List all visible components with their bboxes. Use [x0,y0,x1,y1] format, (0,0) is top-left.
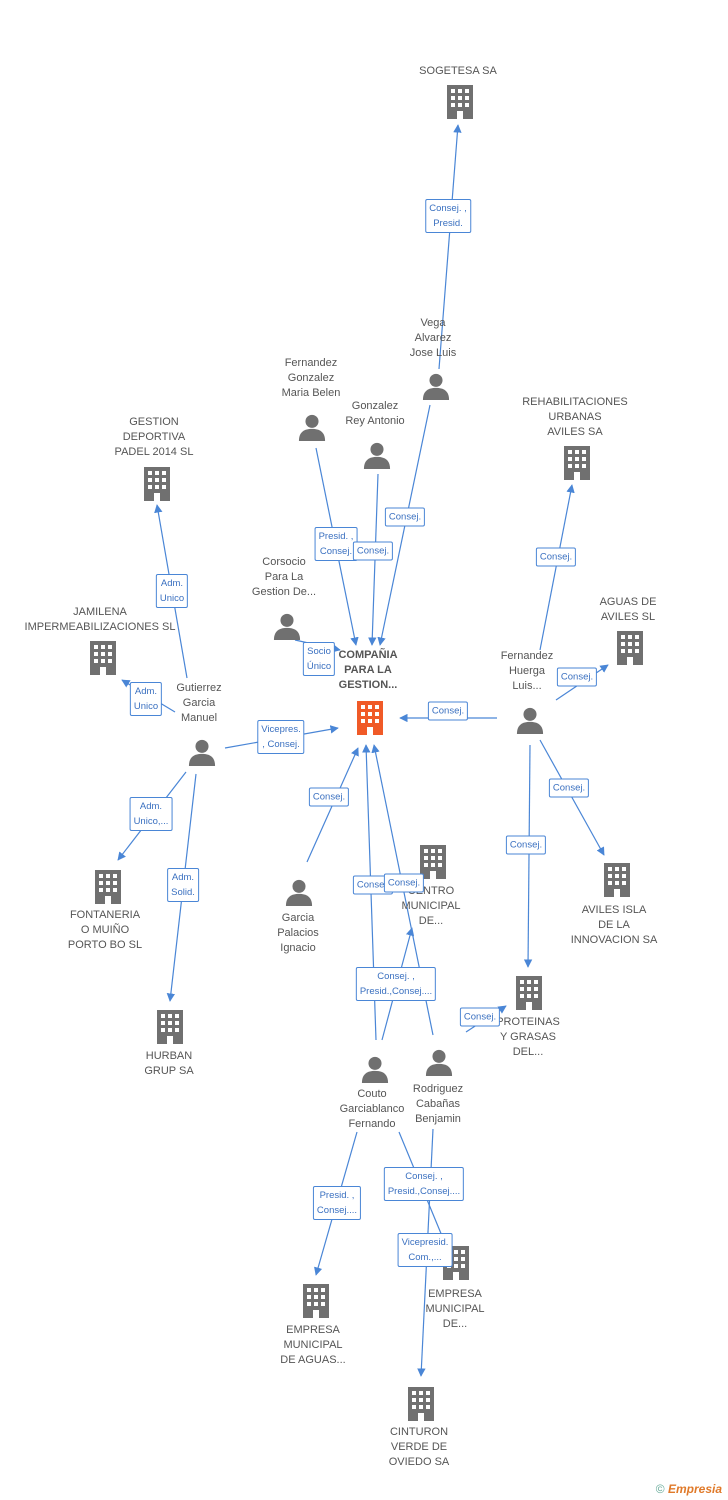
main-company-icon[interactable] [357,701,383,735]
edge-role-label[interactable]: Consej. [383,873,425,893]
edge-role-label[interactable]: Consej. , Presid.,Consej.... [383,1167,465,1201]
person-icon[interactable] [422,373,450,400]
edge-role-label[interactable]: Consej. [556,667,598,687]
company-icon[interactable] [144,467,170,501]
company-label[interactable]: HURBAN GRUP SA [144,1050,194,1077]
edge-role-label[interactable]: Consej. [505,835,547,855]
person-label[interactable]: Fernandez Huerga Luis... [500,650,554,692]
edge-role-label[interactable]: Vicepres. , Consej. [257,720,305,754]
person-icon[interactable] [361,1056,389,1083]
edge-role-label[interactable]: Presid. , Consej. [314,527,358,561]
person-label[interactable]: Fernandez Gonzalez Maria Belen [281,357,341,399]
person-icon[interactable] [188,739,216,766]
edge-role-label[interactable]: Consej. , Presid. [425,199,471,233]
edge-line [438,124,462,370]
copyright-symbol: © [655,1482,665,1496]
company-label[interactable]: AGUAS DE AVILES SL [599,596,657,623]
company-icon[interactable] [617,631,643,665]
company-label[interactable]: SOGETESA SA [419,65,497,77]
company-icon[interactable] [564,446,590,480]
edges [117,124,609,1377]
edge-role-label[interactable]: Consej. [427,701,469,721]
company-label[interactable]: COMPAÑIA PARA LA GESTION... [338,649,398,691]
edge-role-label[interactable]: Consej. [459,1007,501,1027]
company-label[interactable]: EMPRESA MUNICIPAL DE AGUAS... [280,1324,346,1366]
company-icon[interactable] [90,641,116,675]
person-icon[interactable] [298,414,326,441]
company-icon[interactable] [447,85,473,119]
company-icon[interactable] [516,976,542,1010]
edge-role-label[interactable]: Socio Único [302,642,336,676]
person-label[interactable]: Garcia Palacios Ignacio [277,912,319,954]
company-label[interactable]: EMPRESA MUNICIPAL DE... [425,1288,485,1330]
company-label[interactable]: REHABILITACIONES URBANAS AVILES SA [522,396,628,438]
edge-role-label[interactable]: Consej. [308,787,350,807]
edge-line [523,744,533,968]
person-label[interactable]: Vega Alvarez Jose Luis [409,317,457,359]
person-icon[interactable] [273,613,301,640]
person-icon[interactable] [363,442,391,469]
footer-brand[interactable]: © Empresia [656,1482,722,1496]
edge-role-label[interactable]: Presid. , Consej.... [312,1186,362,1220]
edge-role-label[interactable]: Adm. Unico [129,682,163,716]
company-icon[interactable] [408,1387,434,1421]
company-icon[interactable] [95,870,121,904]
edge-role-label[interactable]: Consej. , Presid.,Consej.... [355,967,437,1001]
edge-role-label[interactable]: Consej. [352,875,394,895]
company-label[interactable]: JAMILENA IMPERMEABILIZACIONES SL [24,606,176,633]
company-icon[interactable] [303,1284,329,1318]
company-label[interactable]: AVILES ISLA DE LA INNOVACION SA [570,904,658,946]
edge-role-label[interactable]: Consej. [352,541,394,561]
person-icon[interactable] [516,707,544,734]
person-label[interactable]: Couto Garciablanco Fernando [339,1088,405,1130]
edge-role-label[interactable]: Consej. [384,507,426,527]
edge-role-label[interactable]: Adm. Solid. [167,868,199,902]
company-label[interactable]: PROTEINAS Y GRASAS DEL... [496,1016,560,1058]
edge-line [539,739,605,856]
person-icon[interactable] [425,1049,453,1076]
edge-role-label[interactable]: Consej. [535,547,577,567]
edge-role-label[interactable]: Vicepresid. Com.,... [397,1233,453,1267]
person-label[interactable]: Gonzalez Rey Antonio [345,400,405,427]
company-label[interactable]: CENTRO MUNICIPAL DE... [401,885,461,927]
company-label[interactable]: FONTANERIA O MUIÑO PORTO BO SL [67,909,143,951]
person-label[interactable]: Rodriguez Cabañas Benjamin [412,1083,464,1125]
company-icon[interactable] [420,845,446,879]
brand-name: mpresia [675,1482,722,1496]
edge-role-label[interactable]: Consej. [548,778,590,798]
company-label[interactable]: GESTION DEPORTIVA PADEL 2014 SL [114,416,194,458]
brand-initial: E [667,1482,676,1496]
person-label[interactable]: Gutierrez Garcia Manuel [176,682,222,724]
person-icon[interactable] [285,879,313,906]
company-label[interactable]: CINTURON VERDE DE OVIEDO SA [388,1426,450,1468]
person-label[interactable]: Corsocio Para La Gestion De... [251,556,317,598]
edge-role-label[interactable]: Adm. Unico,... [129,797,173,831]
edge-role-label[interactable]: Adm. Unico [155,574,189,608]
company-icon[interactable] [157,1010,183,1044]
edge-line [539,484,575,651]
company-icon[interactable] [604,863,630,897]
